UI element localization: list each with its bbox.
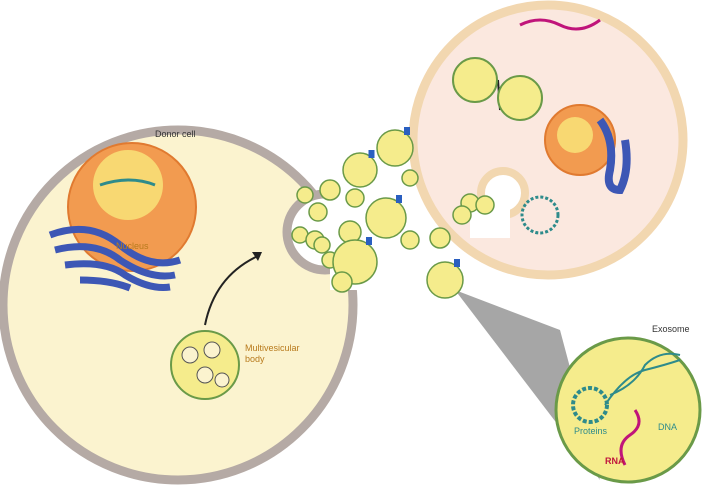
golgi xyxy=(48,225,182,292)
recipient-nucleolus xyxy=(557,117,593,153)
vesicle xyxy=(452,205,472,225)
proteins-icon xyxy=(571,386,609,424)
vesicle xyxy=(331,271,353,293)
vesicle xyxy=(475,195,495,215)
dna-icon xyxy=(604,352,681,406)
membrane-protein-icon xyxy=(454,259,460,267)
label-exosome: Exosome xyxy=(652,324,690,334)
exosome-vesicles xyxy=(291,127,495,299)
membrane-protein-icon xyxy=(396,195,402,203)
label-mvb-2: body xyxy=(245,354,265,364)
vesicle xyxy=(365,197,407,239)
label-rna: RNA xyxy=(605,456,625,466)
vesicle xyxy=(345,188,365,208)
label-proteins: Proteins xyxy=(574,426,608,436)
label-mvb-1: Multivesicular xyxy=(245,343,300,353)
nucleolus xyxy=(93,150,163,220)
label-nucleus: Nucleus xyxy=(116,241,149,251)
vesicle xyxy=(376,129,414,167)
dna-strand xyxy=(99,178,156,187)
membrane-protein-icon xyxy=(404,127,410,135)
vesicle xyxy=(401,169,419,187)
vesicle xyxy=(342,152,378,188)
vesicle xyxy=(429,227,451,249)
recipient-cell xyxy=(408,0,688,280)
vesicle xyxy=(296,186,314,204)
recipient-golgi xyxy=(596,117,631,195)
multivesicular-body xyxy=(170,330,240,400)
rna-icon xyxy=(619,409,641,466)
exosome-zoom xyxy=(554,336,702,484)
vesicle xyxy=(308,202,328,222)
membrane-protein-icon xyxy=(366,237,372,245)
arrowhead-icon xyxy=(252,252,262,261)
rna-strand xyxy=(519,18,601,31)
vesicle xyxy=(426,261,464,299)
label-dna: DNA xyxy=(658,422,678,432)
vesicle xyxy=(313,236,331,254)
protein-cluster xyxy=(520,195,560,235)
vesicle xyxy=(400,230,420,250)
label-donor-cell: Donor cell xyxy=(155,129,196,139)
membrane-protein-icon xyxy=(368,150,375,158)
arrow-icon xyxy=(204,254,261,326)
vesicle xyxy=(319,179,341,201)
